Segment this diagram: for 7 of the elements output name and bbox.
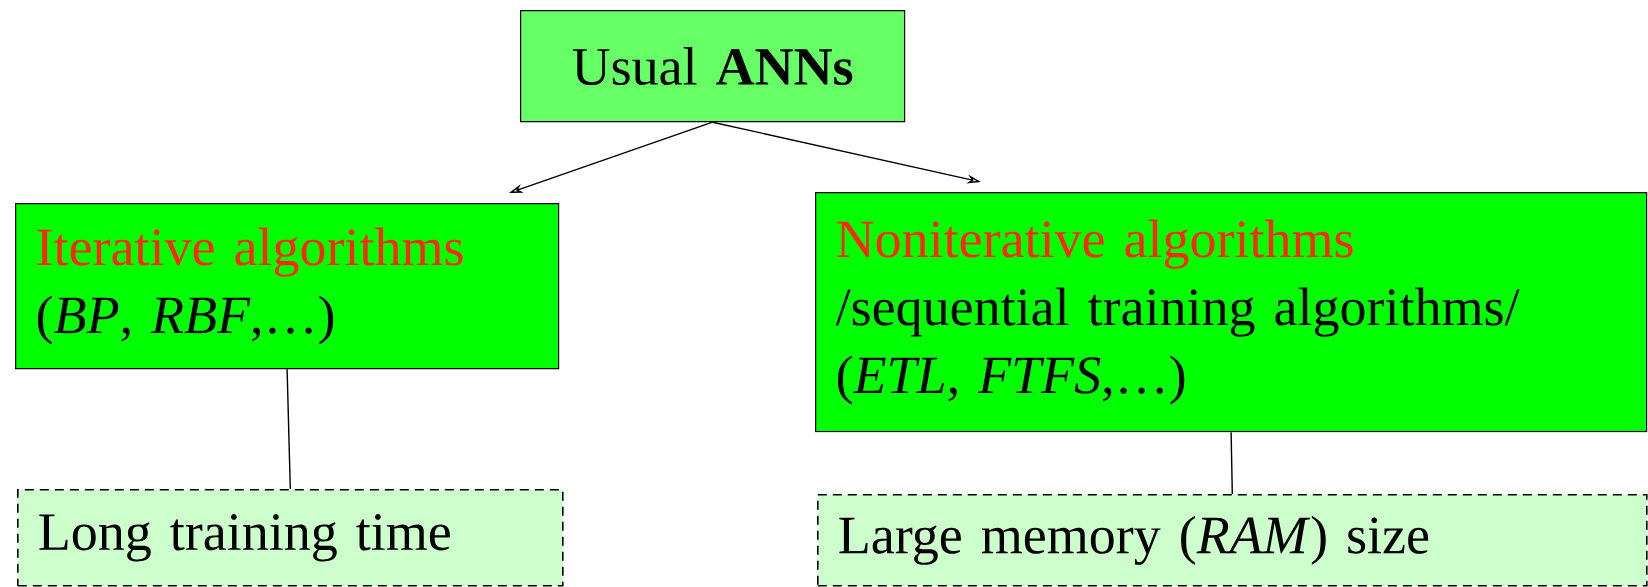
connector-line [1230,431,1233,495]
drawback-box: Long training time [17,489,564,587]
root-box: Usual ANNs [520,10,906,123]
drawback-box: Large memory (RAM) size [817,494,1648,587]
connector-line [286,368,291,490]
category-box: Noniterative algorithms /sequential training algorithms/ (ETL, FTFS,…) [815,192,1648,433]
category-box: Iterative algorithms (BP, RBF,…) [15,203,560,370]
